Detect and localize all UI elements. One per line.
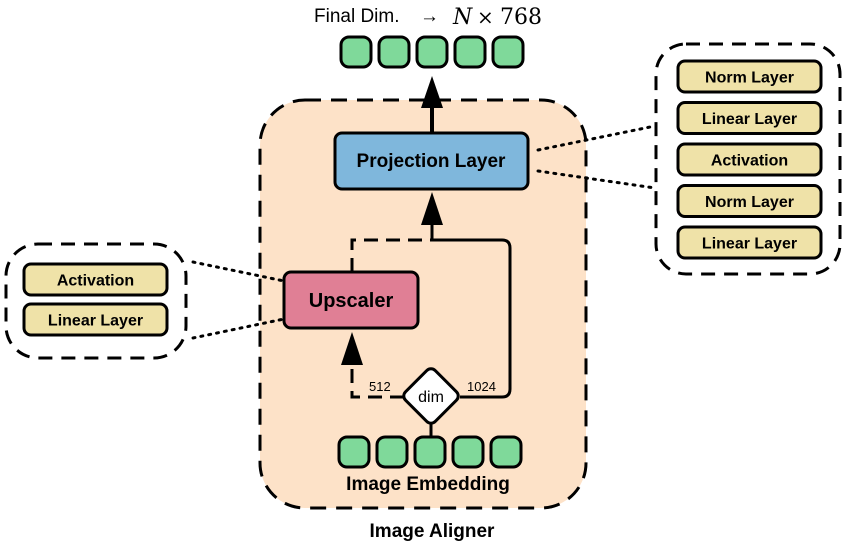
output-token bbox=[339, 35, 373, 69]
direct-1024-path bbox=[430, 224, 512, 399]
upscaler-box bbox=[282, 270, 420, 330]
projection-callout-line-bottom bbox=[536, 169, 657, 190]
image-embedding-label: Image Embedding bbox=[346, 474, 510, 495]
image-aligner-label: Image Aligner bbox=[370, 521, 496, 542]
embedding-tokens bbox=[337, 435, 523, 469]
projection-detail-layer-box bbox=[676, 184, 823, 218]
projection-layer-box bbox=[333, 131, 530, 191]
output-token bbox=[453, 35, 487, 69]
projection-detail-layer-label: Activation bbox=[711, 153, 788, 170]
projection-detail-layer-box bbox=[676, 225, 823, 260]
final-dim-title: Final Dim. → N × 768 bbox=[314, 5, 542, 30]
output-tokens bbox=[339, 35, 525, 69]
final-dim-arrow: → bbox=[420, 6, 439, 27]
embedding-token bbox=[489, 435, 523, 469]
final-dim-formula-num: 768 bbox=[500, 5, 542, 30]
projection-detail-layer-box bbox=[676, 59, 823, 94]
projection-detail-layer-label: Norm Layer bbox=[705, 70, 794, 87]
projection-detail-layer-box bbox=[676, 142, 823, 177]
output-token bbox=[415, 35, 449, 69]
output-token bbox=[491, 35, 525, 69]
upscaler-detail-layer-label: Activation bbox=[57, 273, 134, 290]
dim-512-path bbox=[350, 364, 404, 399]
upscaler-detail-layer-label: Linear Layer bbox=[48, 313, 143, 330]
upscaler-callout-line-top bbox=[191, 260, 286, 283]
projection-detail-layer-box bbox=[676, 101, 823, 135]
projection-detail-layer-label: Norm Layer bbox=[705, 194, 794, 211]
projection-input-arrowhead bbox=[421, 192, 443, 225]
upscaler-output-path bbox=[350, 238, 432, 272]
final-dim-formula-times: × bbox=[477, 5, 494, 29]
projection-layer-label: Projection Layer bbox=[357, 151, 506, 172]
branch-1024-label: 1024 bbox=[467, 379, 496, 394]
projection-detail-layer-label: Linear Layer bbox=[702, 111, 797, 128]
upscaler-detail-layer-box bbox=[22, 302, 169, 337]
upscaler-callout-line-bottom bbox=[191, 317, 286, 340]
upscaler-label: Upscaler bbox=[309, 290, 394, 312]
upscaler-detail-container bbox=[4, 242, 188, 360]
output-token bbox=[377, 35, 411, 69]
dim-label: dim bbox=[418, 389, 444, 406]
embedding-token bbox=[413, 435, 447, 469]
final-dim-formula-var: N bbox=[452, 5, 473, 30]
output-arrowhead bbox=[421, 76, 443, 108]
upscaler-detail-layer-box bbox=[22, 262, 169, 297]
final-dim-prefix: Final Dim. bbox=[314, 6, 400, 27]
embedding-token bbox=[337, 435, 371, 469]
image-aligner-container bbox=[258, 98, 588, 510]
branch-512-label: 512 bbox=[369, 379, 391, 394]
embedding-token bbox=[451, 435, 485, 469]
dim-diamond bbox=[402, 367, 460, 425]
upscaler-input-arrowhead bbox=[341, 332, 363, 365]
embedding-token bbox=[375, 435, 409, 469]
projection-detail-layer-label: Linear Layer bbox=[702, 236, 797, 253]
